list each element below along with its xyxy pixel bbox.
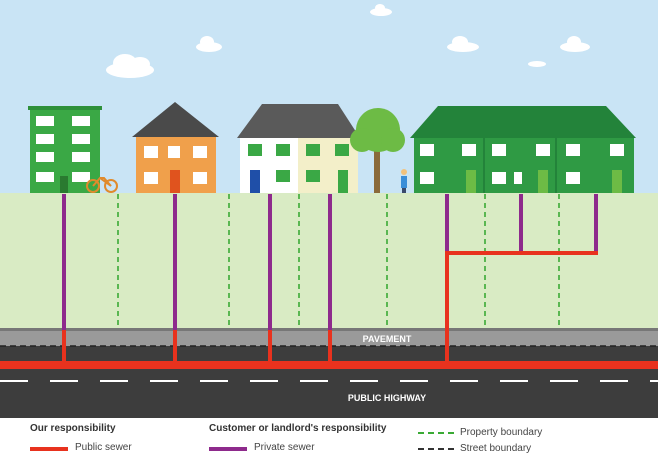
street-boundary-swatch xyxy=(418,448,454,450)
cloud xyxy=(106,54,154,78)
legend: Our responsibility Public sewer Customer… xyxy=(0,418,658,464)
public-sewer-main xyxy=(0,361,658,369)
public-sewer-pipes xyxy=(62,251,598,362)
person-icon xyxy=(401,169,407,193)
street-scene: PAVEMENT PUBLIC HIGHWAY xyxy=(0,0,658,418)
orange-house xyxy=(132,102,219,193)
bicycle-icon xyxy=(86,176,118,193)
highway-label: PUBLIC HIGHWAY xyxy=(348,393,426,403)
pavement-label: PAVEMENT xyxy=(363,334,412,344)
private-sewer-swatch xyxy=(209,447,247,451)
terrace-houses xyxy=(410,106,636,193)
public-sewer-swatch xyxy=(30,447,68,451)
white-house xyxy=(237,104,360,193)
cloud xyxy=(196,36,222,52)
property-boundary-swatch xyxy=(418,432,454,434)
legend-our-title: Our responsibility xyxy=(30,423,116,434)
cloud xyxy=(370,4,392,16)
tree-icon xyxy=(350,108,405,193)
legend-street-boundary: Street boundary xyxy=(460,443,532,454)
legend-property-boundary: Property boundary xyxy=(460,427,543,438)
property-boundaries xyxy=(117,194,560,328)
apartment-block xyxy=(28,106,102,193)
cloud xyxy=(447,36,479,52)
legend-private-sewer: Private sewer xyxy=(254,442,315,453)
cloud xyxy=(560,36,590,52)
legend-customer-title: Customer or landlord's responsibility xyxy=(209,423,387,434)
cloud xyxy=(528,61,546,67)
private-sewer-pipes xyxy=(62,194,598,330)
legend-public-sewer: Public sewer xyxy=(75,442,132,453)
